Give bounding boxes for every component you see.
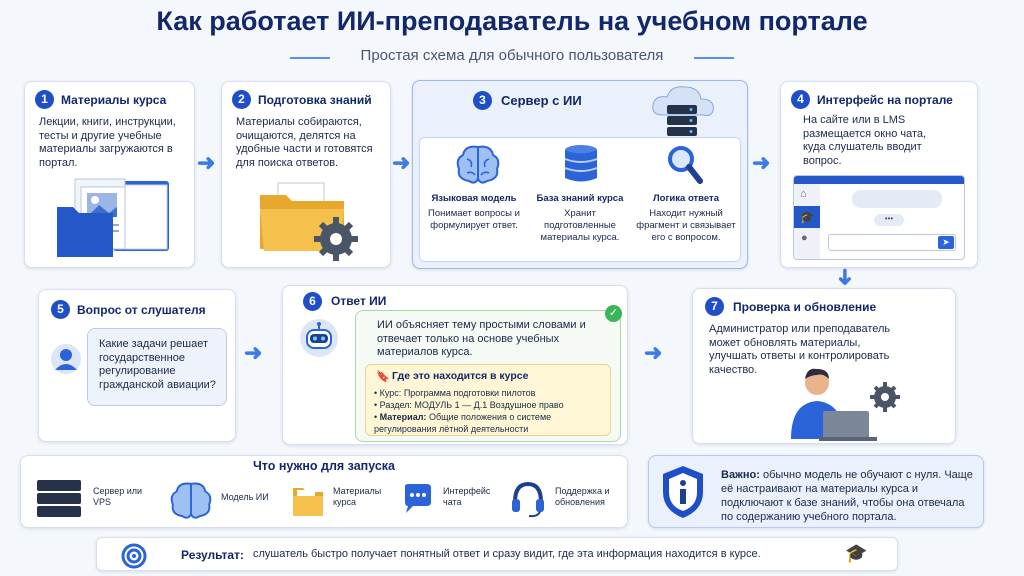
req-chat: Интерфейс чата xyxy=(443,486,491,507)
step-5-title: Вопрос от слушателя xyxy=(77,303,206,317)
send-icon[interactable]: ➤ xyxy=(938,236,954,249)
step-2-number: 2 xyxy=(232,90,251,109)
source-details: • Курс: Программа подготовки пилотов • Р… xyxy=(374,387,606,435)
step-1-title: Материалы курса xyxy=(61,93,167,107)
check-icon: ✓ xyxy=(605,305,622,322)
server-part-model-text: Понимает вопросы и формулирует ответ. xyxy=(428,208,520,231)
arrow-6-7: ➜ xyxy=(644,340,663,365)
req-model: Модель ИИ xyxy=(221,492,269,502)
arrow-3-4: ➜ xyxy=(752,150,771,175)
result-label: Результат: xyxy=(181,548,244,562)
step-4-title: Интерфейс на портале xyxy=(817,93,953,107)
step-6-text: ИИ объясняет тему простыми словами и отв… xyxy=(377,319,586,358)
arrow-5-6: ➜ xyxy=(244,340,263,365)
home-icon: ⌂ xyxy=(800,188,807,200)
folder-icon xyxy=(293,488,323,516)
server-part-logic-text: Находит нужный фрагмент и связывает его … xyxy=(636,208,736,243)
server-part-model: Языковая модель Понимает вопросы и форму… xyxy=(421,193,527,232)
source-section: • Раздел: МОДУЛЬ 1 — Д.1 Воздушное право xyxy=(374,400,564,410)
headset-icon xyxy=(512,481,544,518)
step-5-text: Какие задачи решает государственное регу… xyxy=(99,338,216,391)
step-4-number: 4 xyxy=(791,90,810,109)
source-material: • Материал: Общие положения о системе ре… xyxy=(374,412,552,434)
step-6-number: 6 xyxy=(303,292,322,311)
server-part-knowledge-text: Хранит подготовленные материалы курса. xyxy=(540,208,620,243)
step-7-card: 7 Проверка и обновление Администратор ил… xyxy=(692,288,956,444)
step-7-title: Проверка и обновление xyxy=(733,300,877,314)
server-part-logic: Логика ответа Находит нужный фрагмент и … xyxy=(633,193,739,244)
step-6-card: 6 Ответ ИИ ✓ ИИ объясняет тему простыми … xyxy=(282,285,628,445)
step-1-card: 1 Материалы курса Лекции, книги, инструк… xyxy=(24,81,195,268)
req-materials: Материалы курса xyxy=(333,486,382,507)
server-part-logic-title: Логика ответа xyxy=(653,193,719,204)
page-subtitle: Простая схема для обычного пользователя xyxy=(360,47,664,64)
step-7-number: 7 xyxy=(705,297,724,316)
target-icon xyxy=(121,543,147,569)
chat-icon xyxy=(405,484,431,513)
documents-icon xyxy=(57,178,169,257)
robot-icon xyxy=(300,319,338,357)
result-text: слушатель быстро получает понятный ответ… xyxy=(253,548,761,560)
source-title: Где это находится в курсе xyxy=(392,370,529,382)
important-note: Важно: обычно модель не обучают с нуля. … xyxy=(648,455,984,528)
step-6-title: Ответ ИИ xyxy=(331,294,387,308)
chat-window-mockup: 🎓 ⌂ ● ••• ➤ xyxy=(793,175,965,260)
req-server: Сервер или VPS xyxy=(93,486,143,507)
cloud-server-icon xyxy=(652,86,714,136)
subtitle-divider-left xyxy=(290,57,330,59)
requirements-panel: Что нужно для запуска Сервер или VPS Мод… xyxy=(20,455,628,528)
magnifier-icon xyxy=(668,146,703,184)
arrow-2-3: ➜ xyxy=(392,150,411,175)
important-text: Важно: обычно модель не обучают с нуля. … xyxy=(721,469,973,523)
step-4-text: На сайте или в LMS размещается окно чата… xyxy=(803,114,927,167)
source-course: • Курс: Программа подготовки пилотов xyxy=(374,388,536,398)
step-5-card: 5 Вопрос от слушателя Какие задачи решае… xyxy=(38,289,236,442)
req-support: Поддержка и обновления xyxy=(555,486,610,507)
bookmark-icon: 🔖 xyxy=(376,371,390,383)
admin-laptop-icon xyxy=(791,368,900,441)
step-3-number: 3 xyxy=(473,91,492,110)
page-title: Как работает ИИ-преподаватель на учебном… xyxy=(156,6,868,36)
brain-icon xyxy=(456,145,500,184)
step-1-number: 1 xyxy=(35,90,54,109)
step-7-text: Администратор или преподаватель может об… xyxy=(709,323,891,376)
graduation-cap-icon: 🎓 xyxy=(794,206,820,228)
user-avatar-icon xyxy=(51,344,81,374)
step-2-title: Подготовка знаний xyxy=(258,93,372,107)
server-part-knowledge-title: База знаний курса xyxy=(536,193,624,204)
source-location-box: 🔖 Где это находится в курсе • Курс: Прог… xyxy=(365,364,611,436)
arrow-4-7: ➜ xyxy=(833,267,859,287)
requirements-title: Что нужно для запуска xyxy=(252,459,396,473)
chat-input-field[interactable] xyxy=(828,234,956,251)
database-icon xyxy=(564,145,598,182)
graduation-cap-icon: 🎓 xyxy=(845,543,868,563)
server-part-knowledge: База знаний курса Хранит подготовленные … xyxy=(527,193,633,244)
server-icon xyxy=(37,480,81,520)
subtitle-divider-right xyxy=(694,57,734,59)
folder-gear-icon xyxy=(260,182,358,261)
user-icon: ● xyxy=(801,232,808,244)
brain-icon xyxy=(170,482,212,519)
result-banner: Результат: слушатель быстро получает пон… xyxy=(96,537,898,571)
step-2-text: Материалы собираются, очищаются, делятся… xyxy=(236,116,373,169)
question-bubble xyxy=(87,328,227,406)
step-2-card: 2 Подготовка знаний Материалы собираются… xyxy=(221,81,391,268)
step-4-card: 4 Интерфейс на портале На сайте или в LM… xyxy=(780,81,978,268)
step-3-card: 3 Сервер с ИИ Языковая модель Понимает в… xyxy=(412,80,748,269)
step-5-number: 5 xyxy=(51,300,70,319)
step-3-title: Сервер с ИИ xyxy=(501,93,582,108)
server-part-model-title: Языковая модель xyxy=(431,193,517,204)
shield-info-icon xyxy=(663,466,703,518)
step-1-text: Лекции, книги, инструкции, тесты и други… xyxy=(39,116,176,169)
arrow-1-2: ➜ xyxy=(197,150,216,175)
